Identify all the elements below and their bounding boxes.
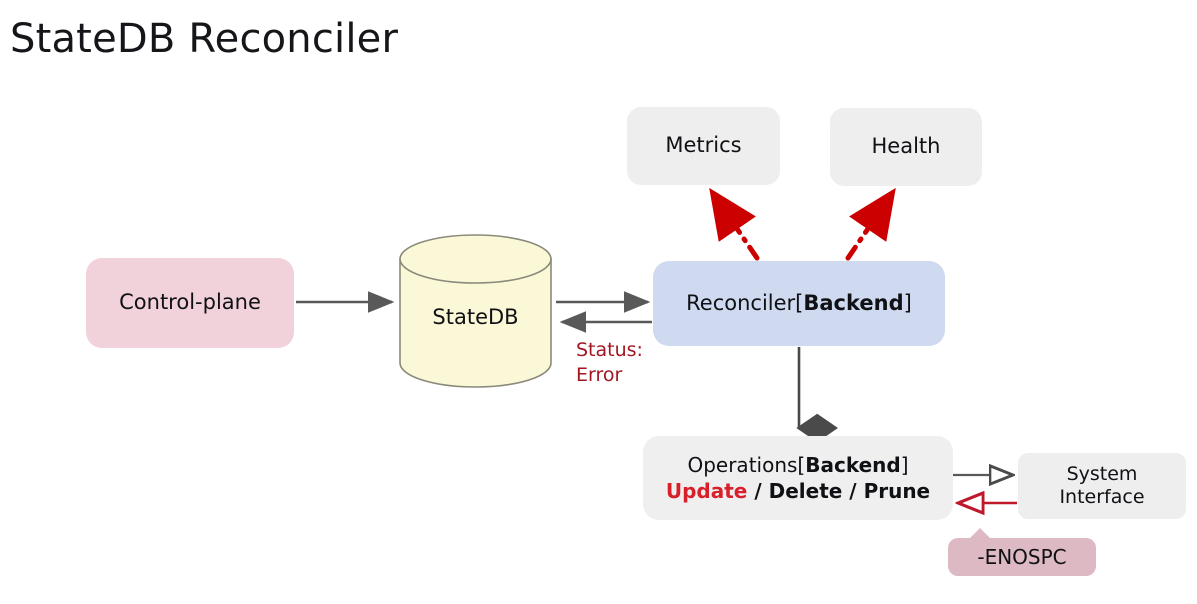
node-control-plane-label: Control-plane [119,290,261,315]
node-operations-suffix: ] [900,452,909,477]
op-update: Update [665,479,748,503]
node-metrics-label: Metrics [665,133,742,158]
node-statedb-label: StateDB [432,305,519,329]
node-statedb[interactable]: StateDB [398,233,553,389]
op-sep-2: / [842,479,864,503]
node-enospc-label: -ENOSPC [977,545,1067,569]
op-prune: Prune [863,479,931,503]
node-system-interface[interactable]: System Interface [1018,453,1186,519]
callout-shape [948,528,1096,576]
node-system-interface-line2: Interface [1059,486,1145,508]
node-control-plane[interactable]: Control-plane [86,258,294,348]
node-operations-title: Operations[Backend] [687,453,908,477]
edge-label-status-error: Status: Error [576,338,643,388]
node-reconciler-emphasis: Backend [803,290,904,315]
edge-label-status-line1: Status: [576,339,643,361]
edge-label-status-line2: Error [576,364,623,387]
op-sep-1: / [747,479,769,503]
node-operations-prefix: Operations[ [687,452,806,477]
edge-reconciler-to-metrics [709,187,760,261]
node-reconciler-suffix: ] [903,290,912,315]
node-reconciler[interactable]: Reconciler[Backend] [653,261,945,346]
node-reconciler-prefix: Reconciler[ [686,290,804,315]
page-title: StateDB Reconciler [10,16,399,62]
node-operations-emphasis: Backend [805,452,901,477]
node-metrics[interactable]: Metrics [627,107,780,185]
op-delete: Delete [768,479,843,503]
node-health[interactable]: Health [830,108,982,186]
node-reconciler-label: Reconciler[Backend] [686,291,912,317]
edge-reconciler-to-health [845,187,896,261]
node-operations[interactable]: Operations[Backend] Update / Delete / Pr… [643,436,953,520]
node-system-interface-line1: System [1066,462,1138,485]
cylinder-shape [399,234,552,388]
node-operations-ops: Update / Delete / Prune [666,479,930,503]
node-health-label: Health [871,134,941,159]
node-enospc-callout[interactable]: -ENOSPC [948,528,1096,576]
